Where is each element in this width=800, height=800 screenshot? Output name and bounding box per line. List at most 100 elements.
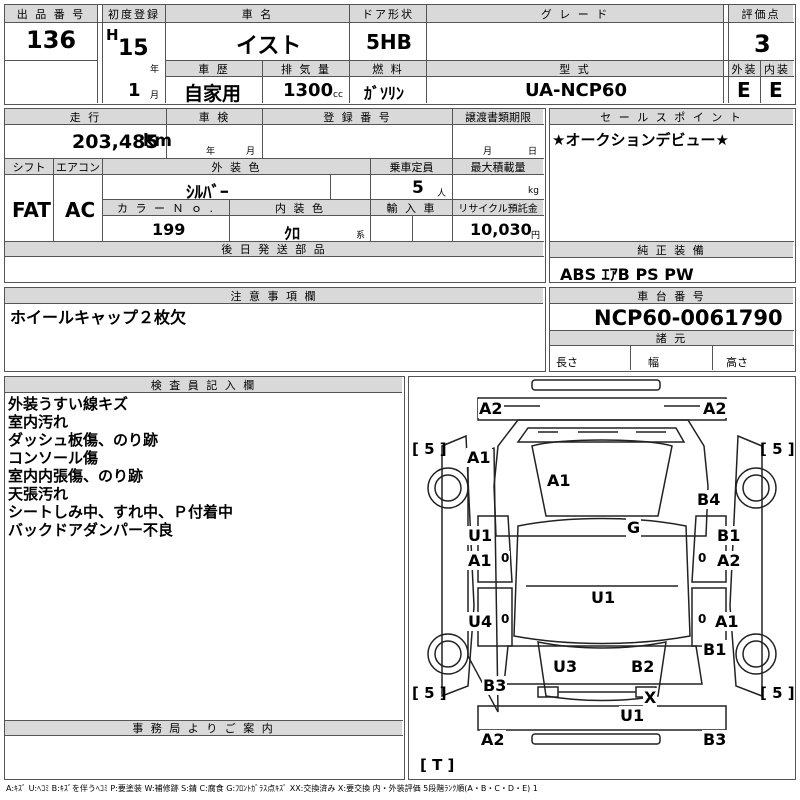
- inspector-note-line: ダッシュ板傷、のり跡: [8, 431, 159, 449]
- year-unit: 年: [150, 65, 160, 75]
- int-color-value: ｸﾛ: [284, 224, 301, 243]
- front-bumper-shape: [531, 379, 661, 391]
- legend-text: A:ｷｽﾞ U:ﾍｺﾐ B:ｷｽﾞを伴うﾍｺﾐ P:要塗装 W:補修跡 S:錆 …: [6, 784, 538, 793]
- mark-u4-door-left: U4: [467, 612, 494, 631]
- car-outline-diagram: [427, 379, 777, 745]
- mark-b3-rear-right: B3: [702, 730, 728, 749]
- ext-color-value: ｼﾙﾊﾞｰ: [186, 183, 229, 203]
- transfer-day-unit: 日: [528, 147, 538, 157]
- mark-a2-front-right: A2: [702, 399, 728, 418]
- recycle-header: リサイクル預託金: [453, 200, 543, 216]
- transfer-header: 譲渡書類期限: [453, 109, 543, 125]
- displacement-unit: cc: [333, 90, 343, 100]
- inspector-note-line: 外装うすい線キズ: [8, 395, 129, 413]
- sales-point-header: セ ー ル ス ポ イ ン ト: [550, 109, 793, 125]
- rear-window-shape: [537, 641, 667, 702]
- capacity-unit: 人: [437, 189, 447, 199]
- specs-header: 諸 元: [550, 331, 793, 346]
- mark-a1-hood: A1: [546, 471, 572, 490]
- front-panel-shape: [477, 397, 727, 421]
- mark-zero-2: 0: [697, 551, 708, 565]
- inspector-box: [4, 376, 405, 780]
- windshield-shape: [531, 439, 673, 517]
- tire-front-right-grade: [ 5 ]: [760, 440, 795, 458]
- first-reg-month: 1: [128, 80, 141, 101]
- shift-header: シフト: [5, 159, 53, 175]
- notes-header: 注 意 事 項 欄: [5, 288, 543, 304]
- rear-bumper-shape: [477, 705, 727, 731]
- lot-header: 出 品 番 号: [5, 5, 97, 23]
- fuel-header: 燃 料: [350, 61, 426, 77]
- exterior-header: 外装: [729, 61, 760, 77]
- spare-tire-grade: [ T ]: [420, 756, 455, 774]
- score-header: 評価点: [729, 5, 793, 23]
- equipment-text: ABS ｴｱB PS PW: [560, 265, 694, 284]
- mileage-header: 走 行: [5, 109, 166, 125]
- history: 自家用: [184, 83, 242, 105]
- import-header: 輸 入 車: [371, 200, 452, 216]
- max-load-unit: kg: [528, 186, 539, 196]
- ac-header: エアコン: [54, 159, 102, 175]
- inspector-note-line: 室内内張傷、のり跡: [8, 467, 144, 485]
- inspection-month-unit: 月: [246, 147, 256, 157]
- mark-a2-front-left: A2: [478, 399, 504, 418]
- car-name: イスト: [236, 34, 302, 59]
- int-color-header: 内 装 色: [230, 200, 370, 216]
- max-load-header: 最大積載量: [453, 159, 543, 175]
- int-color-unit: 系: [356, 231, 366, 241]
- fuel: ｶﾞｿﾘﾝ: [364, 84, 405, 103]
- lot-number: 136: [26, 26, 77, 54]
- score: 3: [754, 30, 771, 58]
- mark-a2-door-right: A2: [716, 551, 742, 570]
- ac-value: AC: [65, 198, 96, 222]
- inspector-note-line: バックドアダンパー不良: [8, 521, 174, 539]
- tire-rear-left-grade: [ 5 ]: [412, 684, 447, 702]
- mark-zero-1: 0: [500, 551, 511, 565]
- grade-header: グ レ ー ド: [427, 5, 723, 23]
- notes-text: ホイールキャップ２枚欠: [10, 308, 187, 327]
- mark-a1-door-left: A1: [467, 551, 493, 570]
- ext-color-header: 外 装 色: [103, 159, 370, 175]
- interior-grade: E: [769, 78, 783, 102]
- capacity-value: 5: [412, 178, 424, 198]
- hood-shape: [493, 419, 709, 537]
- later-parts-header: 後 日 発 送 部 品: [5, 241, 543, 257]
- first-reg-year: 15: [118, 36, 149, 61]
- interior-header: 内装: [761, 61, 793, 77]
- month-unit: 月: [150, 91, 160, 101]
- inspector-note-line: 天張汚れ: [8, 485, 69, 503]
- mark-b3-quarter-left: B3: [482, 676, 508, 695]
- mark-a1-door-right: A1: [714, 612, 740, 631]
- equipment-header: 純 正 装 備: [550, 242, 793, 258]
- door-type: 5HB: [366, 30, 412, 54]
- inspector-note-line: シートしみ中、すれ中、Ｐ付着中: [8, 503, 234, 521]
- displacement-header: 排 気 量: [263, 61, 349, 77]
- reg-no-header: 登 録 番 号: [263, 109, 452, 125]
- inspector-note-line: 室内汚れ: [8, 413, 69, 431]
- era-letter: H: [106, 26, 119, 44]
- chassis-header: 車 台 番 号: [550, 288, 793, 304]
- tire-front-left-grade: [ 5 ]: [412, 440, 447, 458]
- mark-u1-door-left: U1: [467, 526, 494, 545]
- mileage-unit: km: [143, 131, 173, 151]
- tire-rear-right: [735, 633, 777, 675]
- sales-point-text: ★オークションデビュー★: [552, 131, 729, 149]
- recycle-value: 10,030: [470, 220, 532, 239]
- inspector-note-line: コンソール傷: [8, 449, 99, 467]
- tire-rear-left: [427, 633, 469, 675]
- first-reg-header: 初度登録: [103, 5, 165, 23]
- door-header: ドア形状: [350, 5, 426, 23]
- mark-u3-rear-left: U3: [552, 657, 579, 676]
- roof-shape: [513, 517, 691, 645]
- tire-front-left: [427, 467, 469, 509]
- inspector-header: 検 査 員 記 入 欄: [5, 377, 402, 393]
- office-header: 事 務 局 よ り ご 案 内: [5, 721, 402, 736]
- mark-b2-rear-right: B2: [630, 657, 656, 676]
- mark-x-rear: X: [643, 688, 658, 707]
- mark-a1-fender-left: A1: [466, 448, 492, 467]
- capacity-header: 乗車定員: [371, 159, 452, 175]
- color-no-header: カ ラ ー Ｎ ｏ .: [103, 200, 229, 216]
- recycle-unit: 円: [531, 231, 541, 241]
- mark-a2-rear-left: A2: [480, 730, 506, 749]
- spec-width-label: 幅: [648, 356, 659, 369]
